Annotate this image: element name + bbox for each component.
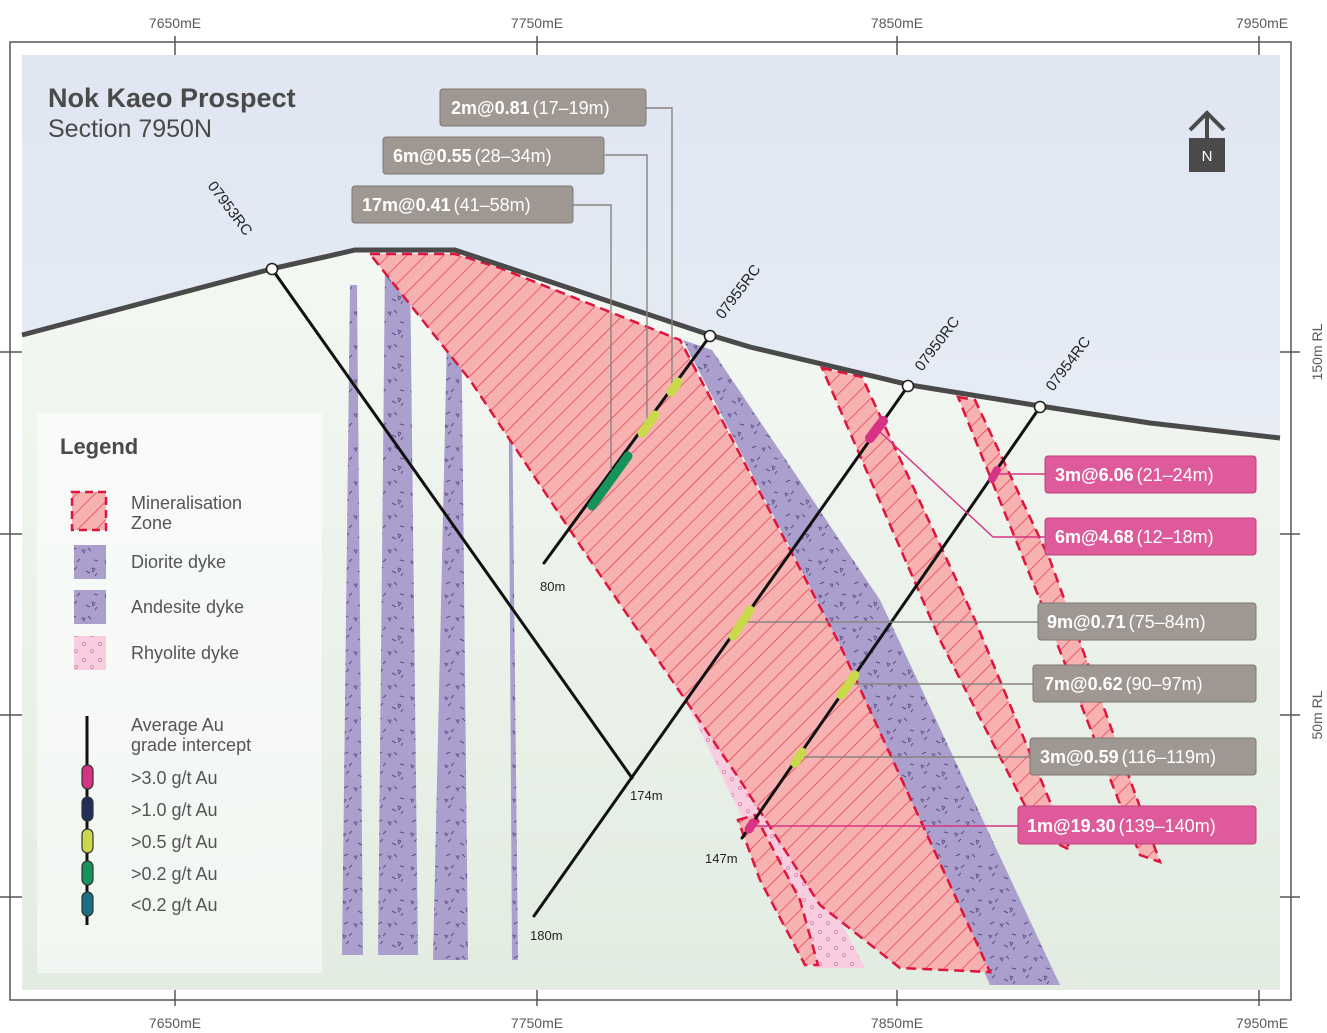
mineralisation-zone [819,366,1073,853]
diorite-dyke [683,340,1060,985]
intercept-label: 6m@4.68(12–18m) [1044,517,1257,556]
svg-text:Zone: Zone [131,513,172,533]
svg-text:6m@4.68(12–18m): 6m@4.68(12–18m) [1055,527,1214,547]
svg-text:7650mE: 7650mE [149,1015,201,1031]
legend-swatch-diorite [74,545,106,579]
north-arrow: N [1188,110,1226,172]
mineralisation-zone [367,252,992,974]
easting-labels-bottom: 7650mE 7750mE 7850mE 7950mE [149,1015,1288,1031]
rl-label: 150m RL [1309,323,1325,380]
svg-text:7750mE: 7750mE [511,1015,563,1031]
intercept-marker [865,416,888,443]
svg-text:>1.0 g/t Au: >1.0 g/t Au [131,800,218,820]
legend-swatch-rhyolite [74,636,106,670]
svg-text:7m@0.62(90–97m): 7m@0.62(90–97m) [1044,674,1203,694]
grid-ticks [0,36,1300,1006]
intercept-label: 3m@0.59(116–119m) [1029,737,1257,776]
legend-grade-marker [81,796,94,822]
svg-text:7650mE: 7650mE [149,15,201,31]
page-subtitle: Section 7950N [48,115,212,143]
topography-line [21,247,1281,441]
intercept-label: 6m@0.55(28–34m) [382,136,605,175]
intercept-marker [666,377,683,397]
legend-grade-marker [81,891,94,917]
intercept-label: 3m@6.06(21–24m) [1044,455,1257,494]
svg-text:2m@0.81(17–19m): 2m@0.81(17–19m) [451,98,610,118]
svg-text:Rhyolite dyke: Rhyolite dyke [131,643,239,663]
legend-title: Legend [60,434,138,459]
intercept-label: 2m@0.81(17–19m) [439,88,647,127]
intercept-markers [587,377,1001,834]
legend: Legend Mineralisation Zone Diorite dyke … [37,413,322,973]
svg-text:3m@0.59(116–119m): 3m@0.59(116–119m) [1040,747,1216,767]
svg-text:7750mE: 7750mE [511,15,563,31]
svg-text:7850mE: 7850mE [871,15,923,31]
intercept-marker [744,818,758,834]
svg-text:>0.5 g/t Au: >0.5 g/t Au [131,832,218,852]
end-depth-label: 80m [540,579,565,594]
svg-text:6m@0.55(28–34m): 6m@0.55(28–34m) [393,146,552,166]
svg-text:<0.2 g/t Au: <0.2 g/t Au [131,895,218,915]
intercept-marker [790,747,807,768]
diorite-dyke [378,264,418,955]
svg-text:7950mE: 7950mE [1236,1015,1288,1031]
legend-grade-marker [81,828,94,854]
svg-text:N: N [1202,148,1213,165]
leader-lines [573,107,1046,827]
drillhole-collars [265,262,1047,414]
intercept-marker [988,466,1001,483]
svg-text:>0.2 g/t Au: >0.2 g/t Au [131,864,218,884]
svg-text:Mineralisation: Mineralisation [131,493,242,513]
intercept-label: 7m@0.62(90–97m) [1032,664,1257,703]
svg-text:17m@0.41(41–58m): 17m@0.41(41–58m) [362,195,531,215]
intercept-label: 9m@0.71(75–84m) [1037,602,1257,641]
page-title: Nok Kaeo Prospect [48,83,296,113]
end-depth-label: 180m [530,928,563,943]
legend-grade-marker [81,860,94,886]
diorite-dyke [342,285,363,955]
legend-swatch-mineralisation [70,490,108,532]
legend-swatch-andesite [74,590,106,624]
andesite-dyke [508,305,518,960]
svg-text:Average Au: Average Au [131,715,224,735]
svg-text:>3.0 g/t Au: >3.0 g/t Au [131,768,218,788]
easting-labels-top: 7650mE 7750mE 7850mE 7950mE [149,15,1288,31]
intercept-marker [587,451,633,511]
andesite-dyke [433,292,468,960]
intercept-label: 17m@0.41(41–58m) [351,185,574,224]
rl-label: 50m RL [1309,690,1325,739]
svg-text:3m@6.06(21–24m): 3m@6.06(21–24m) [1055,465,1214,485]
mineralisation-zone [736,813,820,967]
intercept-marker [637,410,660,438]
end-depth-label: 147m [705,851,738,866]
svg-text:7850mE: 7850mE [871,1015,923,1031]
intercept-marker [836,670,860,700]
intercept-marker [728,605,755,641]
svg-text:1m@19.30(139–140m): 1m@19.30(139–140m) [1027,816,1216,836]
svg-text:Andesite dyke: Andesite dyke [131,597,244,617]
svg-text:9m@0.71(75–84m): 9m@0.71(75–84m) [1047,612,1206,632]
legend-grade-marker [81,764,94,790]
intercept-label: 1m@19.30(139–140m) [1017,805,1257,845]
end-depth-label: 174m [630,788,663,803]
svg-text:Diorite dyke: Diorite dyke [131,552,226,572]
svg-text:7950mE: 7950mE [1236,15,1288,31]
svg-text:grade intercept: grade intercept [131,735,251,755]
